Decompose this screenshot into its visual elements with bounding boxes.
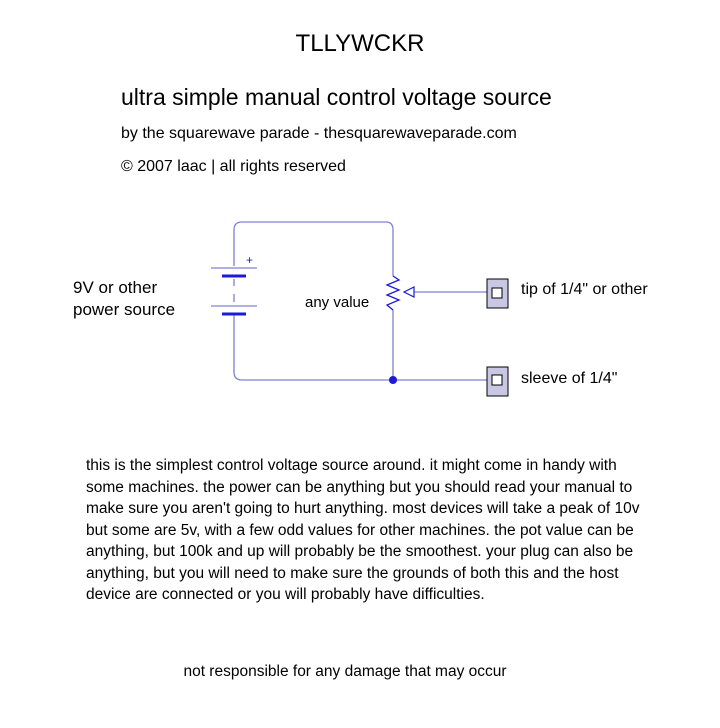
tip-terminal xyxy=(486,278,509,309)
page-subtitle: ultra simple manual control voltage sour… xyxy=(121,84,552,110)
circuit-wires xyxy=(233,221,487,381)
ground-wire xyxy=(233,314,487,381)
tip-label: tip of 1/4" or other xyxy=(521,281,648,298)
junction-dot xyxy=(389,376,397,384)
disclaimer: not responsible for any damage that may … xyxy=(183,663,507,680)
power-source-label: 9V or other power source xyxy=(73,277,175,321)
potentiometer-label: any value xyxy=(305,294,370,311)
byline: by the squarewave parade - thesquarewave… xyxy=(121,125,517,142)
copyright-notice: © 2007 laac | all rights reserved xyxy=(121,158,346,175)
sleeve-label: sleeve of 1/4" xyxy=(521,370,618,387)
power-label-line2: power source xyxy=(73,300,176,319)
power-label-line1: 9V or other xyxy=(73,278,158,297)
top-wire xyxy=(233,221,394,276)
page-title: TLLYWCKR xyxy=(295,30,425,57)
circuit-schematic: + xyxy=(211,221,509,397)
description-paragraph: this is the simplest control voltage sou… xyxy=(86,457,640,603)
sleeve-terminal xyxy=(486,366,509,397)
potentiometer-symbol xyxy=(385,275,401,311)
wiper-arrow xyxy=(402,286,415,298)
battery-symbol: + xyxy=(211,253,257,316)
battery-plus-sign: + xyxy=(246,253,253,267)
